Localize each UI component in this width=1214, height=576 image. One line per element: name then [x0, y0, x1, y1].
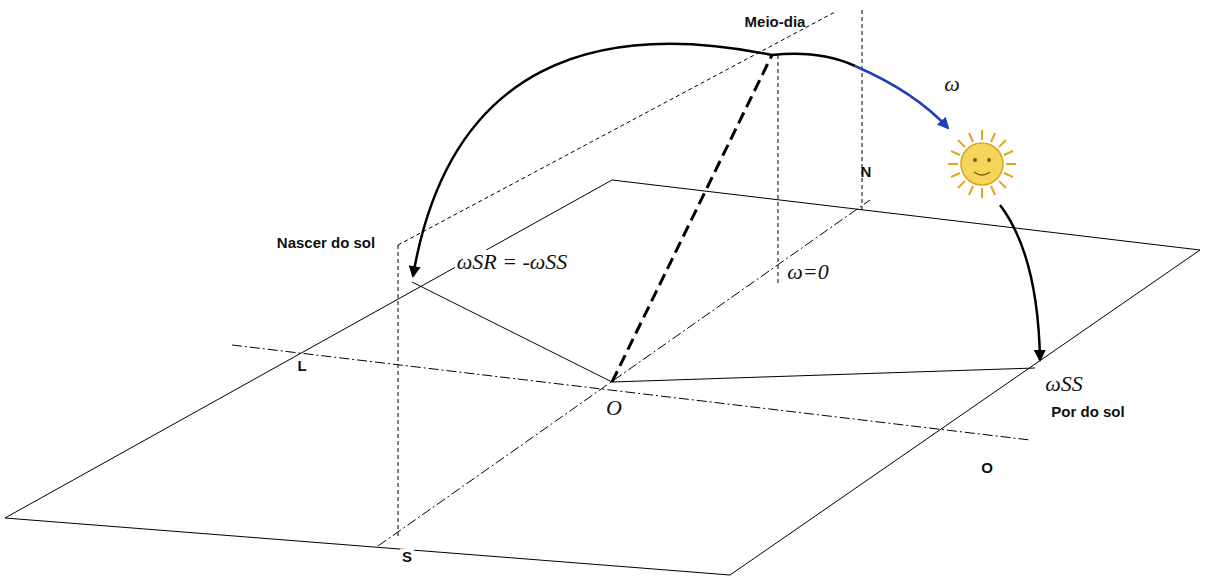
sunrise-ray — [412, 282, 612, 382]
arc-to-sunrise — [413, 44, 772, 276]
hour-angle-arrow — [855, 66, 948, 128]
noon-label: Meio-dia — [743, 14, 808, 31]
east-label: L — [295, 358, 308, 375]
ground-plane — [5, 180, 1200, 575]
sunrise-label: Nascer do sol — [275, 235, 377, 252]
east-west-axis — [232, 345, 1030, 440]
west-label: O — [979, 460, 995, 477]
noon-ray — [612, 55, 772, 382]
sunset-angle-label: ωSS — [1043, 372, 1085, 396]
north-label: N — [859, 164, 874, 181]
sunset-label: Por do sol — [1049, 404, 1126, 421]
arc-black-part — [772, 54, 855, 66]
north-south-axis — [378, 200, 870, 546]
sunrise-angle-label: ωSR = -ωSS — [455, 250, 570, 274]
sunset-ray — [612, 368, 1035, 382]
sun-icon — [948, 130, 1016, 198]
arc-to-sunset — [1000, 205, 1040, 360]
noon-angle-label: ω=0 — [785, 260, 830, 284]
south-label: S — [400, 549, 414, 566]
origin-label: O — [604, 396, 624, 420]
construction-lines — [398, 10, 862, 538]
omega-label: ω — [942, 72, 962, 96]
